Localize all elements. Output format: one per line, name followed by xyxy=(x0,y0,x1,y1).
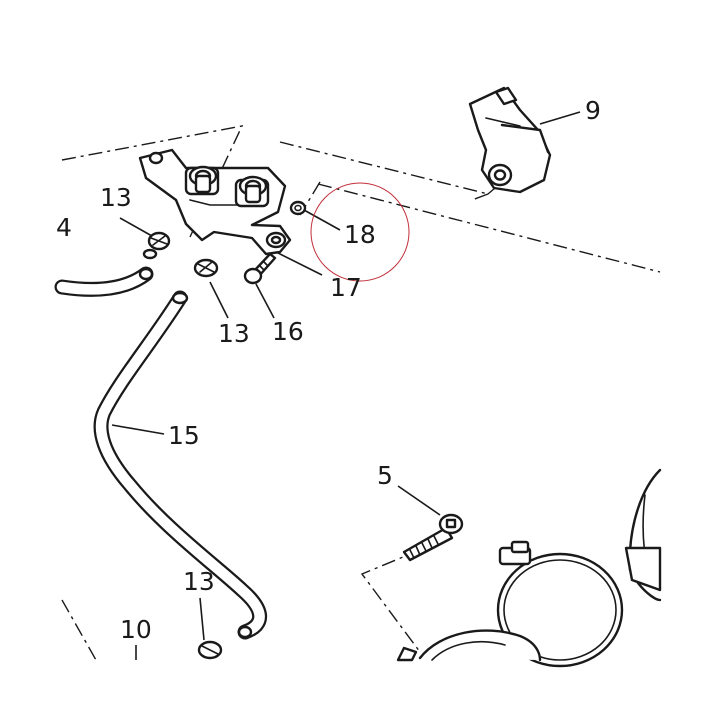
hose-15 xyxy=(93,290,268,640)
sensor-left xyxy=(184,165,220,196)
callout-labels: 4 5 9 10 13 13 13 15 16 17 18 xyxy=(56,96,601,644)
callout-5: 5 xyxy=(377,461,393,490)
callout-13-middle: 13 xyxy=(218,319,250,348)
callout-15: 15 xyxy=(168,421,200,450)
callout-13-lower: 13 xyxy=(183,567,215,596)
sensor-right xyxy=(234,175,270,208)
callout-16: 16 xyxy=(272,317,304,346)
hose-clip-13-lower xyxy=(197,640,223,660)
callout-17: 17 xyxy=(330,273,362,302)
callout-9: 9 xyxy=(585,96,601,125)
sensor-9 xyxy=(468,86,552,194)
throttle-body xyxy=(396,468,662,662)
callout-13-upper: 13 xyxy=(100,183,132,212)
highlight-circle xyxy=(310,182,410,282)
callout-4: 4 xyxy=(56,213,72,242)
callout-10: 10 xyxy=(120,615,152,644)
leader-lines xyxy=(111,111,581,660)
nut-18 xyxy=(289,200,307,216)
callout-18: 18 xyxy=(344,220,376,249)
hose-clip-13-upper-left xyxy=(142,231,171,260)
hose-14 xyxy=(54,266,154,297)
screw-16 xyxy=(243,252,277,285)
bolt-5 xyxy=(402,513,464,562)
hose-clip-13-middle xyxy=(193,258,219,278)
hose-clamp xyxy=(496,540,624,668)
